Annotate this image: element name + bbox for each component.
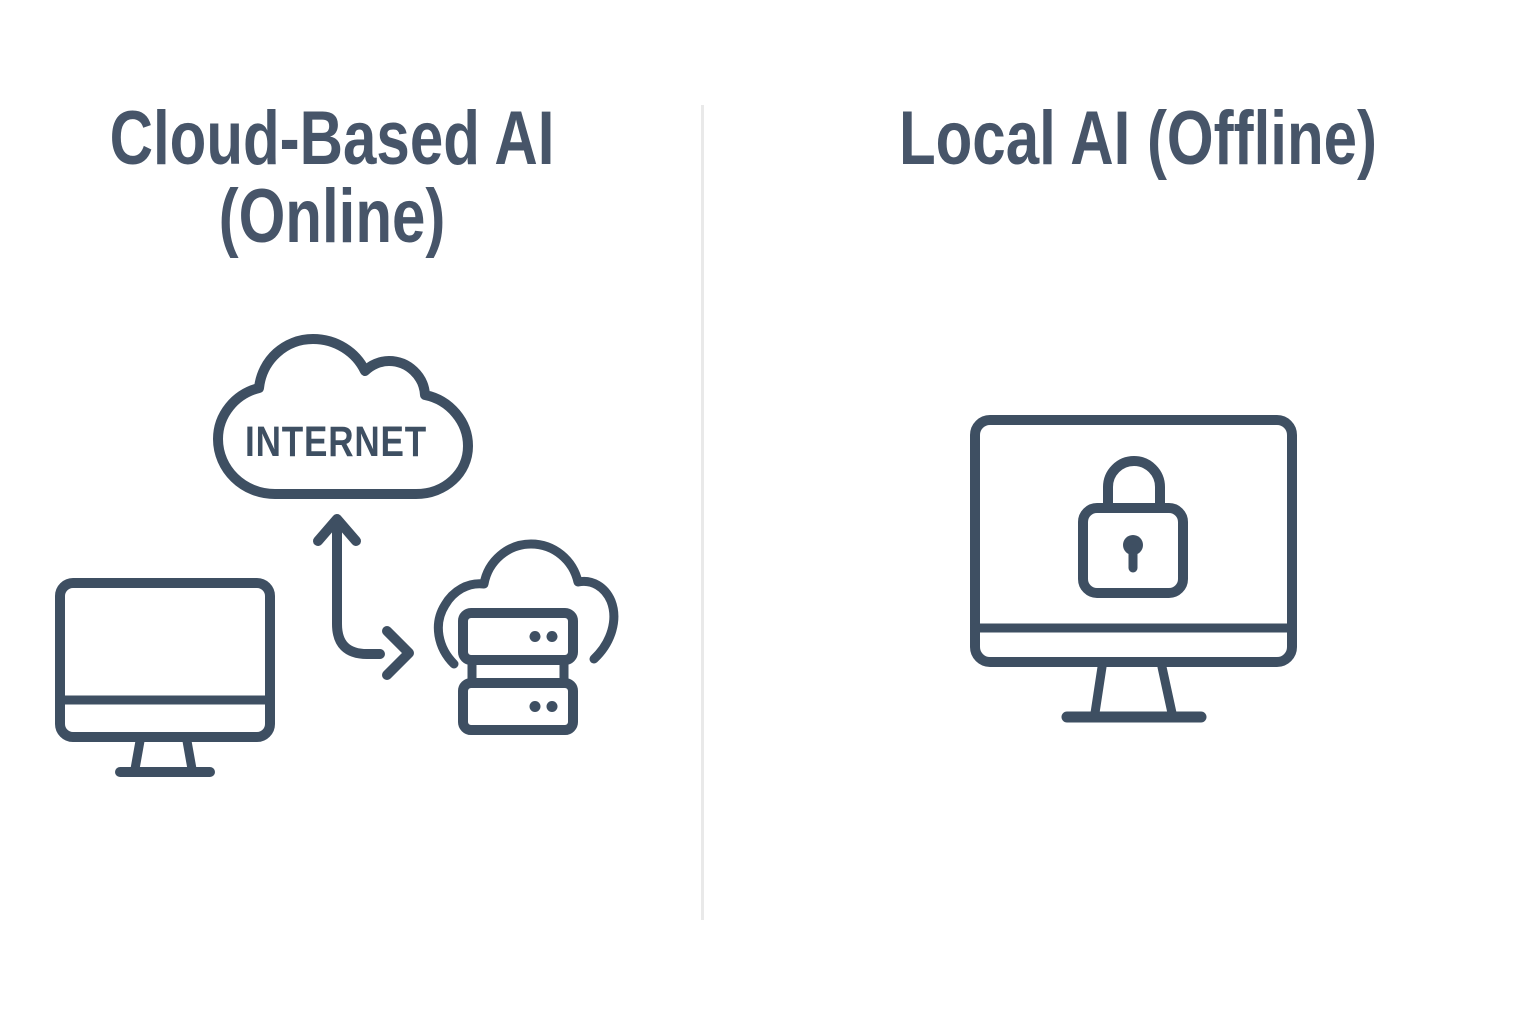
monitor-stand	[1090, 662, 1177, 718]
server-led-dot	[529, 701, 541, 712]
server-led-dot	[546, 701, 558, 712]
server-rack-bottom	[458, 678, 578, 735]
internet-label: INTERNET	[245, 418, 427, 466]
desktop-computer-icon	[55, 578, 275, 777]
right-panel-title: Local AI (Offline)	[898, 96, 1378, 181]
panel-divider	[701, 105, 704, 920]
padlock-shackle	[1103, 456, 1165, 513]
flow-arrow-icon	[312, 512, 416, 684]
arrowhead-right	[382, 626, 414, 680]
cloud-outline	[213, 334, 473, 499]
server-rack-top	[458, 608, 578, 665]
server-cloud-outline	[433, 539, 619, 669]
server-led-dot	[529, 631, 541, 642]
server-led-dot	[546, 631, 558, 642]
padlock-icon	[1078, 456, 1188, 598]
cloud-server-icon	[428, 538, 619, 735]
monitor-stand	[130, 736, 197, 774]
secure-computer-icon	[970, 415, 1297, 723]
left-panel-title: Cloud-Based AI (Online)	[109, 96, 555, 259]
arrowhead-up	[313, 514, 361, 546]
monitor-body	[55, 578, 275, 742]
internet-cloud-icon: INTERNET	[205, 334, 481, 501]
arrow-stem	[332, 520, 385, 659]
monitor-body	[970, 415, 1297, 667]
